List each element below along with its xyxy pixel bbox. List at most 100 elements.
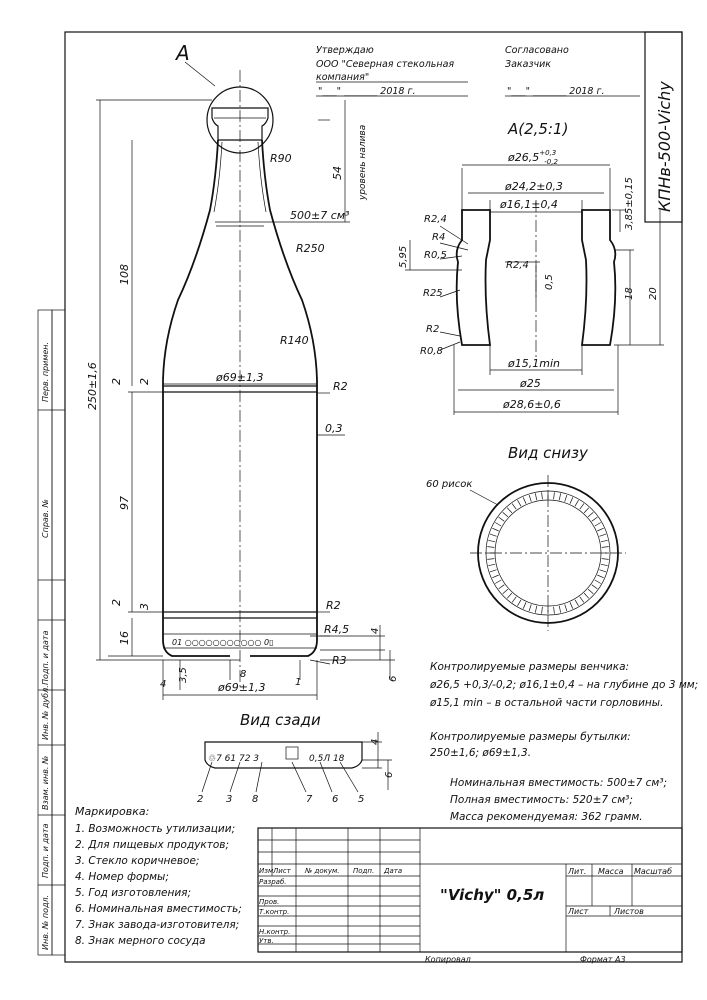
svg-text:250±1,6; ø69±1,3.: 250±1,6; ø69±1,3. [430,747,531,759]
knurl-mark [487,558,495,560]
svg-text:Утверждаю: Утверждаю [316,45,374,56]
svg-text:4: 4 [370,739,381,745]
knurl-mark [601,546,609,548]
svg-text:компания": компания" [316,72,369,83]
knurl-mark [506,592,513,599]
bottle-outline-left [162,139,230,657]
svg-text:2: 2 [110,599,123,606]
knurl-mark [517,500,522,507]
svg-text:6. Номинальная вместимость;: 6. Номинальная вместимость; [75,903,242,915]
svg-text:Подп. и дата: Подп. и дата [41,823,50,878]
knurl-mark [564,494,568,502]
knurl-mark [498,516,505,522]
svg-text:Справ. №: Справ. № [41,499,50,538]
svg-text:♲7 61 72 3: ♲7 61 72 3 [208,754,259,764]
svg-text:ø26,5 +0,3/-0,2; ø16,1±0,4 – н: ø26,5 +0,3/-0,2; ø16,1±0,4 – на глубине … [429,679,698,691]
knurl-mark [502,511,509,518]
neck-detail-view: A(2,5:1) ø26,5+0,3-0,2 ø24,2±0,3 ø16,1±0… [398,120,664,415]
svg-text:ø15,1 min – в остальной части: ø15,1 min – в остальной части горловины. [429,697,663,709]
svg-text:Согласовано: Согласовано [505,45,569,56]
svg-text:Масса: Масса [598,867,624,876]
svg-text:Инв. № подл.: Инв. № подл. [41,895,50,950]
knurl-mark [599,569,607,573]
svg-text:2: 2 [138,378,151,385]
bottom-view: Вид снизу 60 рисок [426,444,626,631]
svg-text:0,5: 0,5 [544,274,555,290]
svg-text:Лист: Лист [567,907,589,916]
svg-text:6: 6 [388,676,399,682]
knurl-mark [569,497,574,504]
svg-text:R0,5: R0,5 [424,250,447,261]
svg-text:"___" _______ 2018 г.: "___" _______ 2018 г. [318,86,416,97]
doc-code-box [644,31,683,223]
knurl-mark [553,492,555,500]
svg-text:16: 16 [118,631,131,645]
bottle-side-view: 01 ○○○○○○○○○○○ 0▯ [86,61,399,700]
knurl-mark [574,500,579,507]
knurl-mark [488,539,496,543]
svg-text:8. Знак мерного сосуда: 8. Знак мерного сосуда [75,935,206,947]
detail-title: A(2,5:1) [507,120,568,138]
knurl-label: 60 рисок [426,479,472,490]
svg-text:8: 8 [240,669,246,680]
knurl-mark [553,606,555,614]
svg-text:R250: R250 [296,242,325,255]
svg-text:Изм: Изм [259,867,274,875]
left-stamps: Перв. примен. Справ. № Подп. и дата Инв.… [41,342,50,950]
bottom-marks-text: 01 ○○○○○○○○○○○ 0▯ [172,638,274,647]
knurl-mark [558,493,562,501]
bottom-view-title: Вид снизу [508,444,589,462]
svg-text:R140: R140 [280,334,309,347]
knurl-mark [594,579,601,584]
svg-text:R2: R2 [333,380,348,393]
svg-text:5,95: 5,95 [398,246,409,268]
svg-text:Масштаб: Масштаб [634,867,672,876]
title-block: Изм Лист № докум. Подп. Дата Разраб. Про… [257,827,683,964]
svg-text:5. Год изготовления;: 5. Год изготовления; [75,887,191,899]
svg-text:Пров.: Пров. [259,898,279,906]
knurl-mark [492,527,499,532]
knurl-mark [534,605,538,613]
svg-text:Копировал: Копировал [425,955,471,964]
svg-text:0,3: 0,3 [325,422,343,435]
knurl-mark [579,503,585,510]
bottle-outline-right [250,139,318,657]
knurl-mark [511,503,517,510]
svg-text:4: 4 [160,679,166,690]
back-view-title: Вид сзади [240,711,321,729]
knurl-mark [489,569,497,573]
svg-text:№ докум.: № докум. [304,867,340,875]
svg-text:1: 1 [295,677,301,688]
svg-text:18: 18 [624,287,635,300]
control-notes: Контролируемые размеры венчика: ø26,5 +0… [429,661,698,823]
knurl-mark [495,522,502,527]
svg-text:Лист: Лист [272,867,292,875]
knurl-mark [528,604,532,612]
svg-text:ø24,2±0,3: ø24,2±0,3 [504,180,563,193]
back-view: Вид сзади ♲7 61 72 3 0,5Л 18 4 6 2 3 8 7… [197,711,395,805]
svg-text:Контролируемые размеры бутылки: Контролируемые размеры бутылки: [430,731,631,743]
knurl-mark [583,507,590,514]
knurl-mark [506,507,513,514]
svg-text:6: 6 [384,772,395,778]
svg-text:Номинальная вместимость: 500±7: Номинальная вместимость: 500±7 см³; [450,777,667,789]
svg-text:уровень налива: уровень налива [358,125,368,201]
detail-a-circle [206,86,274,154]
svg-text:ø15,1min: ø15,1min [507,357,560,370]
knurl-mark [517,599,522,606]
svg-text:R4,5: R4,5 [324,623,349,636]
knurl-mark [599,533,607,537]
knurl-mark [574,599,579,606]
svg-text:Утв.: Утв. [259,937,274,945]
knurl-mark [498,584,505,590]
knurl-mark [492,574,499,579]
knurl-mark [597,574,604,579]
svg-text:54: 54 [331,166,344,180]
svg-text:108: 108 [118,264,131,285]
svg-text:Лит.: Лит. [567,867,586,876]
svg-text:20: 20 [648,287,659,300]
knurl-mark [541,492,543,500]
knurl-mark [534,493,538,501]
knurl-mark [488,563,496,567]
